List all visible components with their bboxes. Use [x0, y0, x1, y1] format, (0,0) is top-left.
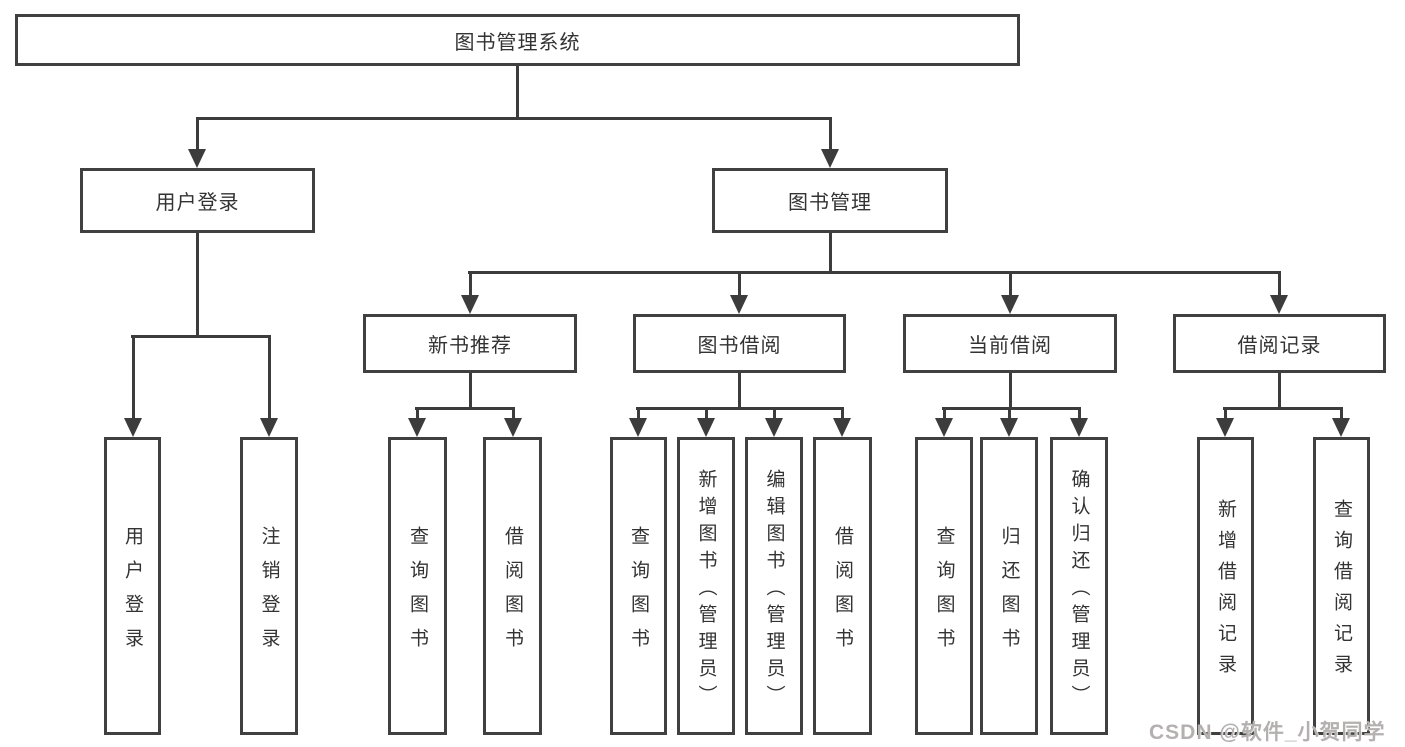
connector-arrowhead [1001, 295, 1019, 314]
connector-arrowhead [833, 418, 851, 437]
node-leaf-query-borrow-record: 查询借阅记录 [1313, 437, 1370, 735]
node-leaf-query-books-current: 查询图书 [915, 437, 973, 735]
connector-line [1277, 271, 1281, 298]
connector-line [1223, 407, 1343, 410]
connector-line [636, 407, 640, 421]
connector-line [704, 407, 708, 421]
node-label: 当前借阅 [968, 335, 1052, 357]
node-leaf-confirm-return-admin: 确认归还（管理员） [1050, 437, 1108, 735]
node-label: 注销登录 [258, 525, 280, 662]
connector-arrowhead [1270, 295, 1288, 314]
connector-line [1077, 407, 1081, 421]
connector-arrowhead [504, 418, 522, 437]
node-leaf-user-login: 用户登录 [104, 437, 161, 735]
connector-line [415, 407, 419, 421]
connector-line [1339, 407, 1343, 421]
node-label: 查询借阅记录 [1331, 499, 1352, 685]
connector-line [468, 271, 472, 298]
connector-arrowhead [730, 295, 748, 314]
connector-line [511, 407, 515, 421]
node-user-login-branch: 用户登录 [80, 168, 315, 233]
connector-arrowhead [1000, 418, 1018, 437]
connector-line [840, 407, 844, 421]
node-label: 借阅记录 [1237, 335, 1322, 357]
node-library-management-system: 图书管理系统 [15, 14, 1020, 66]
connector-line [942, 407, 946, 421]
connector-line [772, 407, 776, 421]
node-borrowing-records: 借阅记录 [1173, 314, 1386, 373]
node-leaf-borrow-books: 借阅图书 [813, 437, 872, 735]
node-leaf-return-books: 归还图书 [980, 437, 1038, 735]
connector-line [267, 335, 271, 420]
node-label: 新增借阅记录 [1215, 499, 1236, 685]
connector-arrowhead [765, 418, 783, 437]
node-label: 新增图书（管理员） [695, 468, 717, 712]
connector-line [131, 335, 135, 420]
connector-arrowhead [260, 418, 278, 437]
node-leaf-query-books-borrowing: 查询图书 [610, 437, 667, 735]
connector-line [942, 407, 1081, 410]
connector-line [737, 373, 741, 409]
node-book-borrowing: 图书借阅 [633, 314, 846, 373]
connector-line [737, 271, 741, 298]
connector-line [196, 117, 831, 120]
node-label: 借阅图书 [832, 525, 853, 662]
connector-line [195, 233, 199, 337]
connector-arrowhead [461, 295, 479, 314]
connector-arrowhead [408, 418, 426, 437]
connector-arrowhead [697, 418, 715, 437]
node-label: 图书管理系统 [454, 31, 581, 54]
node-label: 编辑图书（管理员） [763, 468, 785, 712]
connector-line [1008, 373, 1012, 409]
node-label: 用户登录 [155, 192, 240, 214]
connector-line [468, 271, 1281, 274]
connector-line [828, 117, 832, 152]
connector-line [1007, 407, 1011, 421]
connector-arrowhead [821, 149, 839, 168]
node-leaf-logout: 注销登录 [240, 437, 298, 735]
node-label: 借阅图书 [502, 525, 523, 662]
connector-line [636, 407, 844, 410]
connector-line [468, 373, 472, 409]
node-current-borrowing: 当前借阅 [903, 314, 1117, 373]
node-label: 新书推荐 [428, 335, 512, 357]
node-leaf-borrow-books-recommend: 借阅图书 [483, 437, 542, 735]
node-leaf-query-books-recommend: 查询图书 [388, 437, 447, 735]
connector-arrowhead [1070, 418, 1088, 437]
connector-line [515, 66, 519, 118]
connector-line [415, 407, 514, 410]
connector-arrowhead [1216, 418, 1234, 437]
connector-arrowhead [629, 418, 647, 437]
connector-arrowhead [1332, 418, 1350, 437]
node-label: 查询图书 [628, 525, 649, 662]
node-label: 用户登录 [122, 525, 143, 662]
node-label: 归还图书 [998, 525, 1020, 662]
node-label: 查询图书 [933, 525, 955, 662]
connector-line [828, 233, 832, 274]
node-book-management-branch: 图书管理 [712, 168, 948, 233]
node-label: 确认归还（管理员） [1068, 468, 1090, 712]
node-leaf-add-borrow-record: 新增借阅记录 [1197, 437, 1254, 735]
node-label: 图书借阅 [697, 335, 782, 357]
connector-line [131, 335, 271, 338]
connector-arrowhead [124, 418, 142, 437]
node-leaf-add-books-admin: 新增图书（管理员） [677, 437, 735, 735]
connector-arrowhead [935, 418, 953, 437]
connector-line [1277, 373, 1281, 409]
node-label: 图书管理 [788, 192, 872, 214]
csdn-watermark: CSDN @软件_小贺同学 [1149, 721, 1386, 744]
node-new-book-recommend: 新书推荐 [363, 314, 577, 373]
node-label: 查询图书 [407, 525, 428, 662]
node-leaf-edit-books-admin: 编辑图书（管理员） [745, 437, 803, 735]
connector-line [1008, 271, 1012, 298]
connector-arrowhead [188, 149, 206, 168]
connector-line [195, 117, 199, 152]
connector-line [1223, 407, 1227, 421]
